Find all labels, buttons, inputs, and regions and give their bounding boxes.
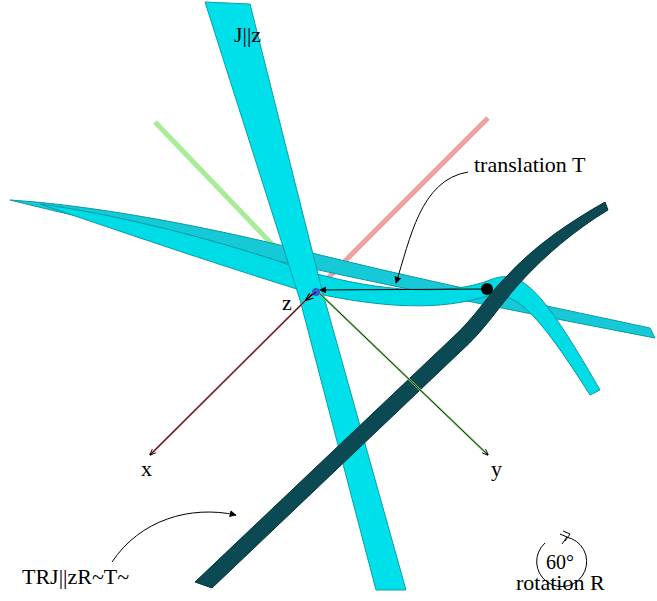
axis-label: z: [282, 292, 292, 314]
y-axis: [316, 290, 488, 455]
leader-line: [112, 512, 236, 562]
leader-line: [396, 172, 468, 283]
rotation-arrow: [560, 531, 570, 544]
x-axis-arrow: [150, 290, 316, 455]
x-axis: [150, 290, 316, 455]
axis-label: y: [491, 458, 502, 480]
translation-vector: [320, 289, 487, 290]
z-axis: [306, 292, 316, 300]
callout-text: translation T: [474, 154, 585, 176]
plane-label: J||z: [234, 24, 261, 46]
callout-text: TRJ||zR~T~: [22, 566, 129, 588]
axis-label: x: [141, 458, 152, 480]
transformed-band: [195, 202, 608, 588]
angle-label: 60°: [546, 552, 574, 572]
caption-text: rotation R: [516, 572, 605, 594]
y-axis-arrow: [316, 290, 488, 455]
translated-point: [481, 283, 493, 295]
plane-band-J: [205, 2, 406, 590]
